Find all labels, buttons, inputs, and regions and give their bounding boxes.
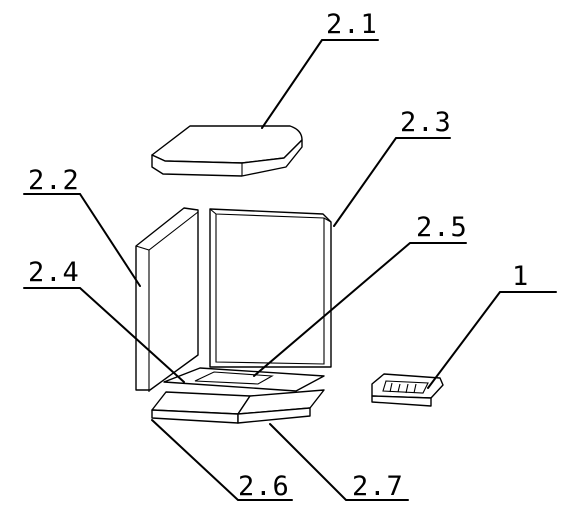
leader-2-4 (23, 287, 185, 383)
callout-2-7: 2.7 (352, 471, 404, 502)
callout-2-3: 2.3 (400, 107, 452, 138)
part-2-1-top-plate (151, 125, 303, 177)
part-1-grate (371, 373, 444, 407)
leader-1 (427, 291, 557, 389)
callout-2-6: 2.6 (238, 471, 290, 502)
callout-2-4: 2.4 (28, 257, 80, 288)
side-panel-face (135, 207, 199, 391)
part-2-2-side-panel (135, 207, 199, 392)
callout-2-2: 2.2 (28, 165, 80, 196)
leader-2-5 (253, 242, 467, 377)
part-2-4-2-5-base-plates (163, 367, 325, 392)
part-2-6-base-left (151, 391, 251, 424)
leader-2-1 (261, 39, 379, 129)
part-2-3-back-panel (209, 208, 332, 368)
leader-2-6 (151, 419, 293, 501)
callout-2-1: 2.1 (326, 9, 378, 40)
leader-2-3 (333, 137, 451, 227)
leader-2-7 (269, 423, 409, 501)
leader-2-2 (23, 193, 141, 287)
callout-2-5: 2.5 (416, 212, 468, 243)
callout-1: 1 (512, 261, 529, 292)
part-2-7-base-right (237, 389, 325, 424)
